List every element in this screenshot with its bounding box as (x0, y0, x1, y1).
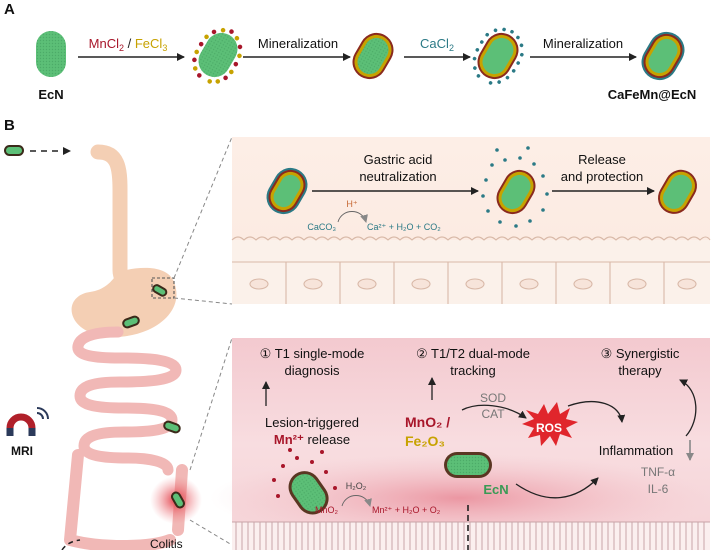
mn-release-label: Mn²⁺ release (274, 432, 350, 447)
panel-b-label: B (4, 117, 15, 134)
cacl-label: CaCl2 (420, 36, 454, 53)
tract-bacterium-icon (122, 284, 186, 509)
gastric-label-1: Gastric acid (364, 152, 433, 167)
gi-tract-illustration (61, 144, 202, 550)
h-plus-label: H⁺ (346, 199, 357, 209)
colon-panel: ① T1 single-mode diagnosis Lesion-trigge… (210, 338, 710, 550)
ros-burst-icon (522, 402, 578, 446)
releasing-ecn-icon (481, 146, 549, 228)
release-label-1: Release (578, 152, 626, 167)
panel-a-label: A (4, 1, 15, 18)
mno2-small-label: MnO₂ (315, 505, 339, 515)
protected-ecn-icon (658, 169, 697, 214)
mineralization-label-2: Mineralization (543, 36, 623, 51)
step2-label-2: tracking (450, 363, 496, 378)
step2-label-1: ② T1/T2 dual-mode (416, 346, 530, 361)
il6-label: IL-6 (648, 482, 669, 496)
ecn-ion-coated-icon (192, 27, 243, 84)
ros-label: ROS (536, 421, 562, 435)
magnet-icon (6, 413, 36, 436)
inflammation-label: Inflammation (599, 443, 673, 458)
h2o2-label: H₂O₂ (346, 481, 367, 491)
oral-dose-bacterium-icon (4, 145, 24, 156)
mineralization-label-1: Mineralization (258, 36, 338, 51)
caco3-label: CaCO₃ (307, 222, 336, 232)
sod-label: SOD (480, 391, 506, 405)
tnf-label: TNF-α (641, 465, 675, 479)
ecn-ca-coated-icon (472, 27, 524, 85)
product-label: CaFeMn@EcN (608, 87, 697, 102)
step3-label-1: ③ Synergistic (601, 346, 680, 361)
ecn-bacterium-icon (36, 31, 66, 77)
colon-ecn-icon (444, 452, 492, 478)
lesion-label: Lesion-triggered (265, 415, 359, 430)
fe2o3-label: Fe₂O₃ (405, 433, 445, 449)
step3-label-2: therapy (618, 363, 662, 378)
mno2-label: MnO₂ / (405, 414, 450, 430)
mri-label: MRI (11, 444, 33, 458)
gastric-ecn-icon (266, 167, 308, 215)
gastric-label-2: neutralization (359, 169, 436, 184)
salt-label: MnCl2 / FeCl3 (89, 36, 168, 53)
cafemn-ecn-icon (641, 31, 685, 81)
colitis-label: Colitis (150, 537, 183, 550)
mn-product-label: Mn²⁺ + H₂O + O₂ (372, 505, 441, 515)
stomach-zoom-box (151, 277, 175, 299)
mn-releasing-ecn-icon (272, 448, 337, 515)
ecn-mineralized-icon (352, 32, 394, 80)
wifi-signal-icon (36, 407, 49, 420)
cat-label: CAT (481, 407, 505, 421)
ecn-label: EcN (38, 87, 63, 102)
ecn-colon-label: EcN (483, 482, 508, 497)
ca-product-label: Ca²⁺ + H₂O + CO₂ (367, 222, 441, 232)
gastric-panel: Gastric acid neutralization H⁺ CaCO₃ Ca²… (231, 137, 711, 304)
step1-label-1: ① T1 single-mode (260, 346, 365, 361)
release-label-2: and protection (561, 169, 643, 184)
step1-label-2: diagnosis (285, 363, 340, 378)
